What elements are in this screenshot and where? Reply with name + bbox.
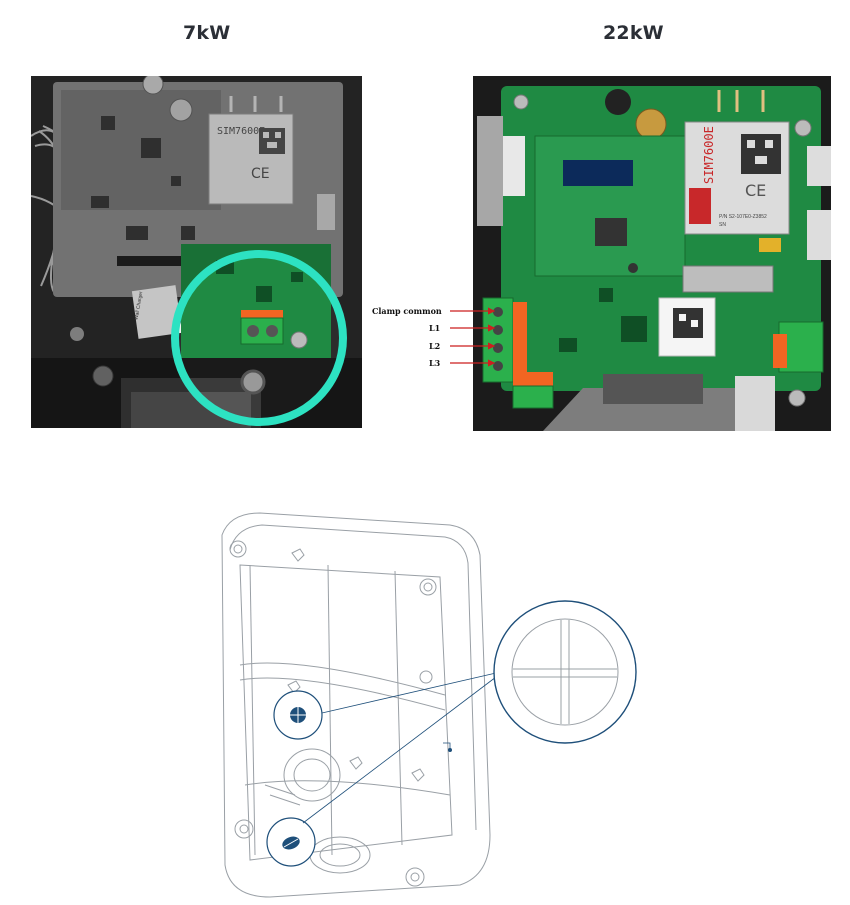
svg-text:CE: CE	[745, 181, 766, 200]
label-l3: L3	[429, 358, 441, 368]
svg-text:SIM7600E: SIM7600E	[217, 126, 265, 137]
svg-text:SIM7600E: SIM7600E	[702, 126, 716, 184]
photo-22kw-board: SIM7600E P/N S2-107E0-Z3852 SN CE	[473, 76, 831, 431]
terminal-labels: Clamp common L1 L2 L3	[372, 306, 496, 368]
sticker-7kw	[131, 285, 183, 339]
knockout-lower	[266, 817, 316, 867]
svg-text:SN: SN	[719, 222, 726, 228]
svg-text:CE: CE	[251, 166, 270, 182]
photo-7kw-board: SIM7600E CE Wall Charger	[31, 76, 362, 428]
knockout-detail-zoom	[493, 600, 637, 744]
housing-diagram	[221, 512, 637, 898]
knockout-upper	[273, 690, 323, 740]
housing-shell	[221, 512, 491, 898]
callout-lines	[302, 672, 497, 824]
svg-text:Wall Charger: Wall Charger	[133, 291, 144, 321]
title-7kw: 7kW	[183, 22, 231, 44]
highlight-ring	[171, 250, 347, 426]
svg-text:P/N S2-107E0-Z3852: P/N S2-107E0-Z3852	[719, 214, 767, 220]
label-clamp-common: Clamp common	[372, 306, 442, 316]
label-l2: L2	[429, 341, 440, 351]
label-l1: L1	[429, 323, 440, 333]
title-22kw: 22kW	[603, 22, 664, 44]
